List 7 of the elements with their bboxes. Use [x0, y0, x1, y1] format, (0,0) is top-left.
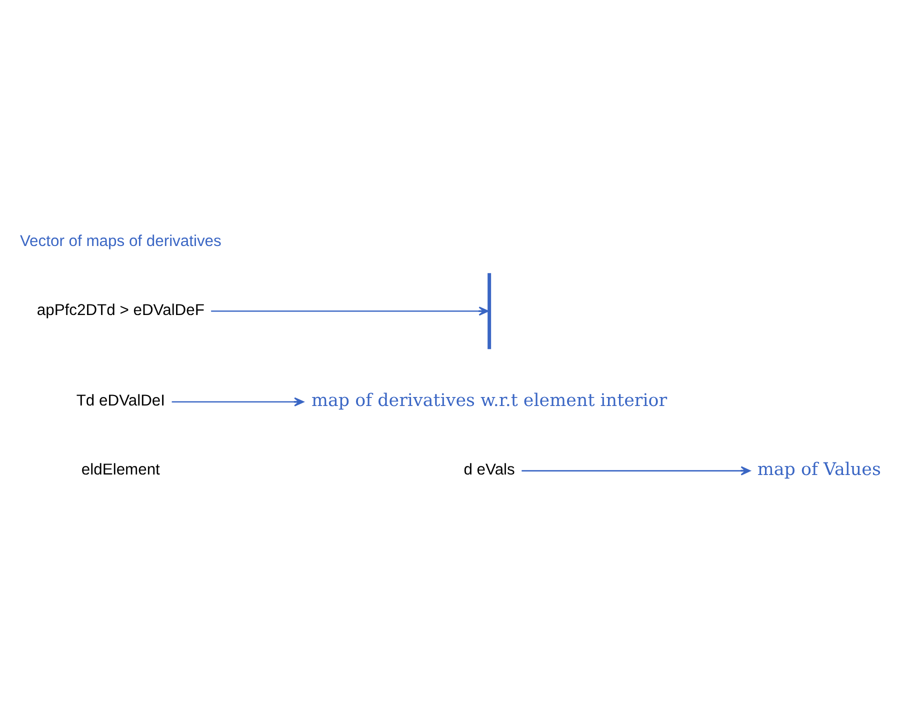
node-text: Td eDValDeI: [76, 392, 165, 410]
node-text: map of derivatives w.r.t element interior: [311, 390, 668, 411]
label: Vector of maps of derivatives: [20, 232, 222, 250]
label: eldElement: [81, 461, 160, 478]
node-text: apPfc2DTd > eDValDeF: [36, 301, 204, 318]
node-text: map of Values: [757, 460, 881, 480]
node-text: d eVals: [464, 461, 515, 478]
